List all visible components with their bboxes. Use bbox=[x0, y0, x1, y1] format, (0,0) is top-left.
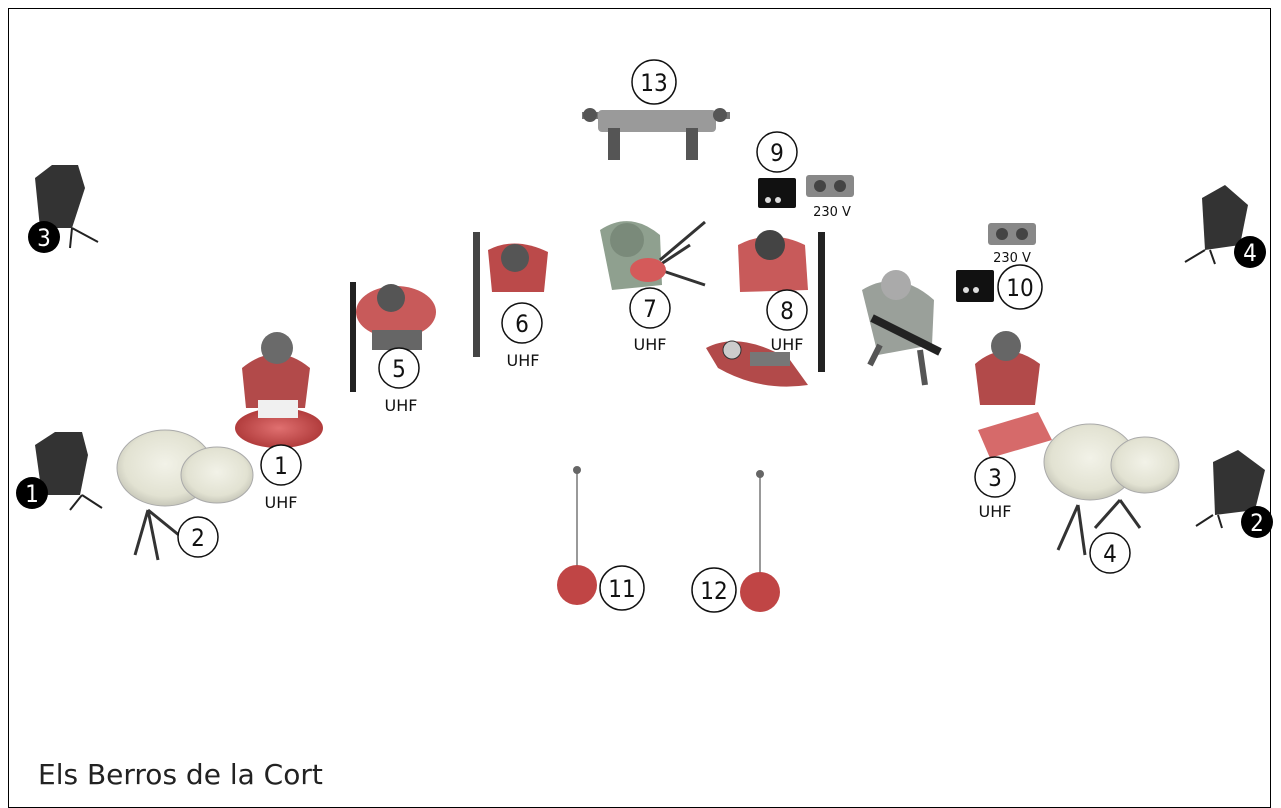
drummer-right-icon bbox=[975, 331, 1052, 458]
position-13: 13 bbox=[631, 59, 677, 105]
monitor-speaker-4 bbox=[1184, 185, 1248, 265]
position-2: 2 bbox=[177, 516, 219, 558]
position-3-number: 3 bbox=[988, 464, 1002, 492]
monitor-speaker-3 bbox=[35, 165, 99, 249]
position-4-number: 4 bbox=[1103, 540, 1117, 568]
position-6-number: 6 bbox=[515, 310, 529, 338]
power-outlet-10-label: 230 V bbox=[993, 251, 1031, 266]
mic-stand-11-icon bbox=[557, 466, 597, 605]
position-10-number: 10 bbox=[1006, 274, 1033, 302]
monitor-badge-1: 1 bbox=[16, 477, 48, 509]
monitor-speaker-2 bbox=[1195, 450, 1265, 529]
drummer-left-icon bbox=[235, 332, 323, 448]
monitor-badge-4-label: 4 bbox=[1243, 239, 1257, 267]
position-5-tag: UHF bbox=[385, 396, 418, 415]
position-2-number: 2 bbox=[191, 524, 205, 552]
di-box-9-icon bbox=[758, 178, 796, 208]
position-4: 4 bbox=[1089, 532, 1131, 574]
position-3: 3 UHF bbox=[974, 456, 1016, 521]
stage-frame bbox=[8, 8, 1271, 808]
position-5-number: 5 bbox=[392, 355, 406, 383]
band-name-caption: Els Berros de la Cort bbox=[38, 758, 323, 791]
monitor-badge-3: 3 bbox=[28, 221, 60, 253]
position-5: 5 UHF bbox=[378, 347, 420, 415]
cymbals-left-icon bbox=[116, 429, 254, 561]
monitor-badge-4: 4 bbox=[1234, 236, 1266, 268]
bagpiper-icon bbox=[600, 220, 706, 290]
monitor-badge-1-label: 1 bbox=[25, 480, 39, 508]
position-8: 8 UHF bbox=[766, 289, 808, 354]
monitor-speaker-1 bbox=[35, 432, 103, 511]
reed-player-icon bbox=[473, 232, 548, 357]
position-11: 11 bbox=[599, 565, 645, 611]
mic-stand-12-icon bbox=[740, 470, 780, 612]
hurdy-gurdy-icon bbox=[706, 340, 808, 387]
keyboard-stand-icon bbox=[582, 108, 730, 160]
position-7-tag: UHF bbox=[634, 335, 667, 354]
position-8-tag: UHF bbox=[771, 335, 804, 354]
position-3-tag: UHF bbox=[979, 502, 1012, 521]
monitor-badge-2-label: 2 bbox=[1250, 509, 1264, 537]
monitor-badge-3-label: 3 bbox=[37, 224, 51, 252]
clarinet-player-right-icon bbox=[738, 230, 825, 372]
clarinet-player-left-icon bbox=[350, 282, 436, 392]
position-12: 12 bbox=[691, 567, 737, 613]
position-13-number: 13 bbox=[640, 69, 667, 97]
position-6: 6 UHF bbox=[501, 302, 543, 370]
power-outlet-9-label: 230 V bbox=[813, 205, 851, 220]
di-box-10-icon bbox=[956, 270, 994, 302]
position-1-number: 1 bbox=[274, 452, 288, 480]
position-12-number: 12 bbox=[700, 577, 727, 605]
position-1: 1 UHF bbox=[260, 444, 302, 512]
position-11-number: 11 bbox=[608, 575, 635, 603]
position-10: 10 bbox=[997, 264, 1043, 310]
position-8-number: 8 bbox=[780, 297, 794, 325]
cymbals-right-icon bbox=[1043, 423, 1180, 556]
power-outlet-9-icon bbox=[806, 175, 854, 197]
position-9-number: 9 bbox=[770, 139, 784, 167]
guitarist-icon bbox=[862, 270, 942, 386]
position-9: 9 bbox=[756, 131, 798, 173]
position-7-number: 7 bbox=[643, 295, 657, 323]
position-7: 7 UHF bbox=[629, 287, 671, 354]
power-outlet-10-icon bbox=[988, 223, 1036, 245]
position-6-tag: UHF bbox=[507, 351, 540, 370]
position-1-tag: UHF bbox=[265, 493, 298, 512]
monitor-badge-2: 2 bbox=[1241, 506, 1273, 538]
